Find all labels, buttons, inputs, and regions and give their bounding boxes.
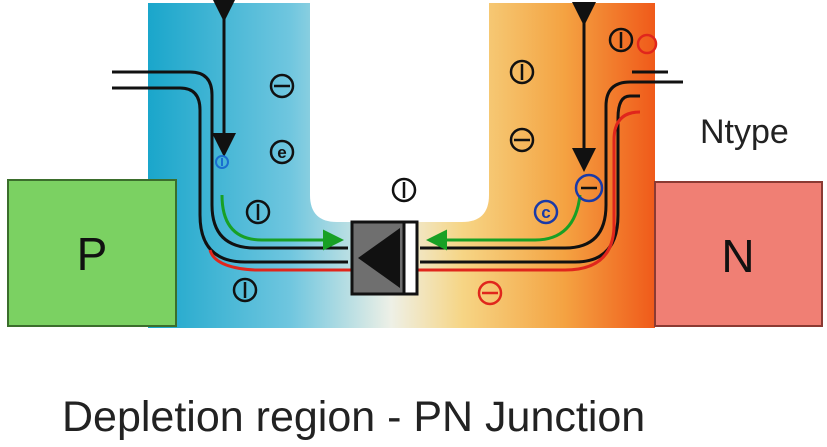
wire-left-outer (112, 70, 348, 250)
p-block-label: P (77, 228, 108, 280)
charge-marker-minus (509, 127, 535, 153)
electron-current-line (208, 110, 641, 272)
charge-marker-red-ring (636, 33, 658, 55)
charge-marker-hole (232, 277, 258, 303)
charge-marker-hole (509, 59, 535, 85)
charge-marker-minus (269, 73, 295, 99)
charge-marker-e: e (269, 139, 295, 165)
svg-text:c: c (541, 203, 550, 222)
charge-marker-minus-red (477, 280, 503, 306)
wire-right-lower (420, 94, 640, 264)
wire-right-outer (420, 80, 683, 250)
hole-current-arrow-right (426, 194, 582, 251)
p-block (7, 179, 177, 327)
charge-marker-c: c (533, 199, 559, 225)
charge-marker-minus-blue (574, 173, 604, 203)
hole-current-arrow-left (220, 194, 344, 251)
svg-text:e: e (277, 143, 286, 162)
charge-marker-hole (391, 177, 417, 203)
charge-marker-hole (245, 199, 271, 225)
wire-left-inner (112, 86, 348, 264)
charge-marker-hole-small (215, 155, 229, 169)
n-block-label: N (721, 230, 754, 282)
n-block (654, 181, 823, 327)
ntype-label: Ntype (700, 113, 789, 151)
charge-marker-hole (608, 27, 634, 53)
diode-symbol-icon (350, 220, 419, 296)
diagram-caption: Depletion region - PN Junction (62, 393, 645, 441)
